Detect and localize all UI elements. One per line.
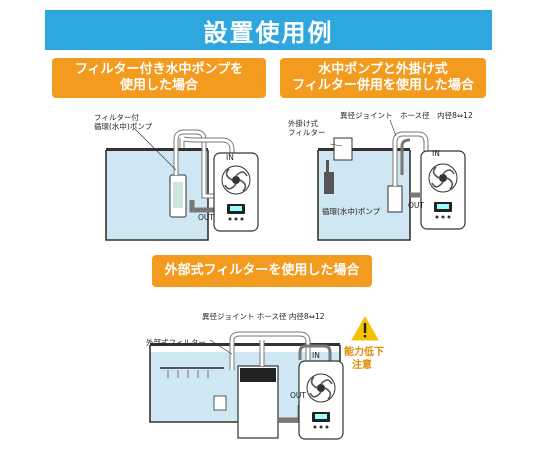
case2-out-label: OUT xyxy=(408,201,424,210)
warning-line2: 注意 xyxy=(352,358,372,371)
case2-label: 水中ポンプと外掛け式 フィルター併用を使用した場合 xyxy=(280,58,486,98)
case3-in-label: IN xyxy=(312,351,320,360)
case2-chiller xyxy=(420,150,466,230)
case3-chiller xyxy=(298,360,344,440)
case3-joint-label: 異径ジョイント ホース径 内径8⇔12 xyxy=(202,311,325,321)
case3-ext-filter-label: 外部式フィルター xyxy=(146,337,206,347)
case1-diagram: フィルター付循環(水中)ポンプ IN OUT xyxy=(94,112,259,241)
page-title: 設置使用例 xyxy=(45,10,492,50)
case1-chiller xyxy=(213,152,259,232)
case2-in-label: IN xyxy=(432,149,440,158)
case3-label: 外部式フィルターを使用した場合 xyxy=(152,255,372,287)
case2-diagram: 外掛け式フィルター 異径ジョイント ホース径 内径8⇔12 循環(水中)ポンプ … xyxy=(288,110,473,241)
warning-triangle-icon xyxy=(351,315,379,341)
case3-out-label: OUT xyxy=(290,391,306,400)
case1-label: フィルター付き水中ポンプを 使用した場合 xyxy=(52,58,266,98)
case1-pump-label: フィルター付循環(水中)ポンプ xyxy=(94,112,153,131)
case1-water xyxy=(106,150,208,240)
case2-pump-label: 循環(水中)ポンプ xyxy=(322,206,381,216)
case3-diagram: 異径ジョイント ホース径 内径8⇔12 外部式フィルター IN OUT 能力低下… xyxy=(146,311,384,440)
case2-pump xyxy=(387,185,403,213)
case2-hang-filter xyxy=(333,137,353,161)
warning-line1: 能力低下 xyxy=(344,345,384,358)
case2-hang-filter-label: 外掛け式フィルター xyxy=(288,118,325,137)
case2-joint-label: 異径ジョイント ホース径 内径8⇔12 xyxy=(340,110,473,120)
case2-intake xyxy=(324,172,334,194)
case1-in-label: IN xyxy=(226,153,234,162)
case1-out-label: OUT xyxy=(198,213,214,222)
